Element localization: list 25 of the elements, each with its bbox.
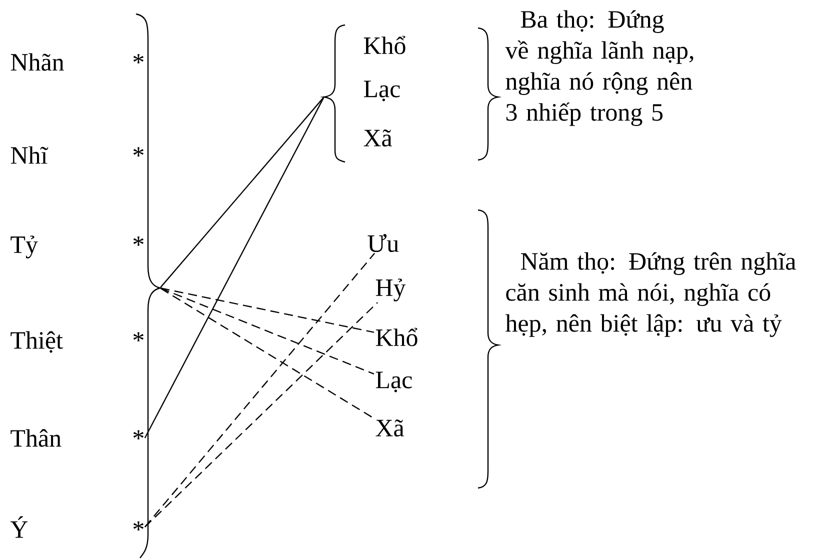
feeling-label: Hỷ xyxy=(376,278,406,302)
feeling-label: Xã xyxy=(364,129,392,147)
connector-line xyxy=(144,302,378,528)
sense-label: Nhĩ * xyxy=(10,146,144,164)
feeling-label: Lạc xyxy=(364,80,400,102)
connector-line xyxy=(160,288,374,333)
sense-label: Tỷ * xyxy=(10,236,144,258)
brace xyxy=(147,266,161,310)
connector-line xyxy=(144,252,376,528)
feeling-label: Khổ xyxy=(364,36,406,54)
feeling-label: Xã xyxy=(376,419,404,437)
note-text: Năm thọ: Đứng trên nghĩa căn sinh mà nói, nghĩa có hẹp, nên biệt lập: ưu và tỷ xyxy=(505,252,796,337)
sense-label: Nhãn * xyxy=(10,53,144,71)
connector-line xyxy=(160,288,374,375)
connector-line xyxy=(144,97,324,438)
note-text: Ba thọ: Đứng về nghĩa lãnh nạp, nghĩa nó rộng nên 3 nhiếp trong 5 xyxy=(505,10,694,126)
sense-label: Ý * xyxy=(10,516,144,538)
connector-line xyxy=(160,97,324,288)
feeling-label: Ưu xyxy=(368,234,399,252)
sense-label: Thiệt * xyxy=(10,331,144,353)
feeling-label: Lạc xyxy=(376,372,412,392)
connector-line xyxy=(160,288,374,419)
feeling-label: Khổ xyxy=(376,328,418,346)
sense-label: Thân * xyxy=(10,429,144,447)
brace xyxy=(323,24,346,163)
